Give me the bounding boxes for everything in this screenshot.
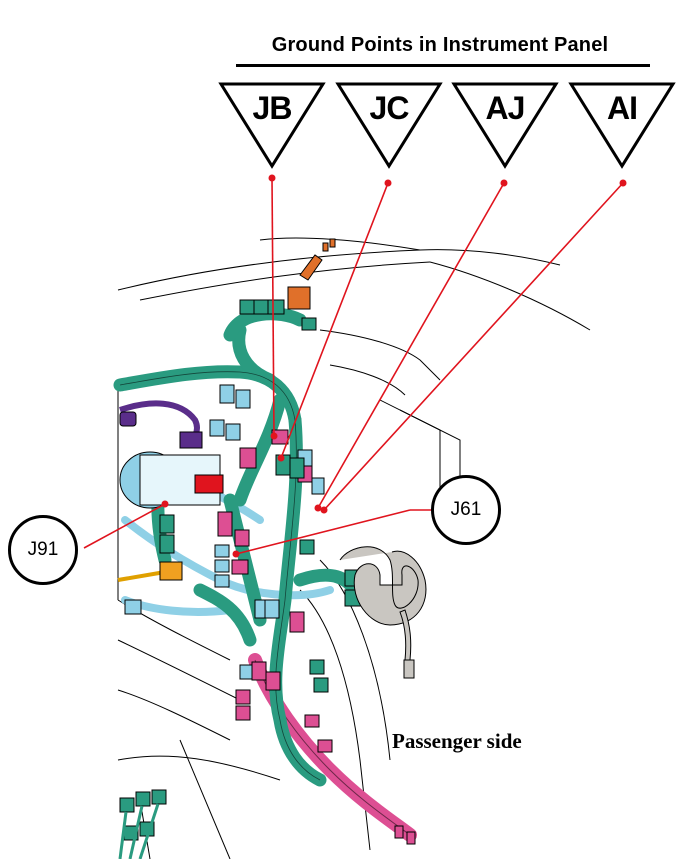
junction-block bbox=[119, 451, 224, 509]
connector-label-j91: J91 bbox=[27, 539, 59, 560]
pink-connectors bbox=[217, 429, 333, 753]
blue-connectors bbox=[124, 384, 325, 680]
ground-point-label-jb: JB bbox=[252, 90, 293, 126]
gray-bracket bbox=[339, 546, 427, 679]
connector-callout-j91: J91 bbox=[8, 515, 78, 585]
diagram-title: Ground Points in Instrument Panel bbox=[271, 34, 609, 56]
leader-lines bbox=[83, 177, 624, 555]
triangle-aj bbox=[451, 82, 559, 169]
dashboard-outline bbox=[117, 237, 591, 859]
leader-end-dots bbox=[161, 174, 627, 558]
orange-connectors bbox=[287, 238, 336, 310]
ground-point-triangles bbox=[218, 82, 676, 169]
title-underline bbox=[236, 64, 650, 67]
ground-point-label-jc: JC bbox=[369, 90, 410, 126]
triangle-jc bbox=[335, 82, 443, 169]
ground-point-label-ai: AI bbox=[607, 90, 638, 126]
triangle-ai bbox=[568, 82, 676, 169]
ground-point-label-aj: AJ bbox=[485, 90, 526, 126]
triangle-jb bbox=[218, 82, 326, 169]
connector-label-j61: J61 bbox=[450, 499, 482, 520]
connector-callout-j61: J61 bbox=[431, 475, 501, 545]
passenger-side-label: Passenger side bbox=[392, 729, 522, 753]
